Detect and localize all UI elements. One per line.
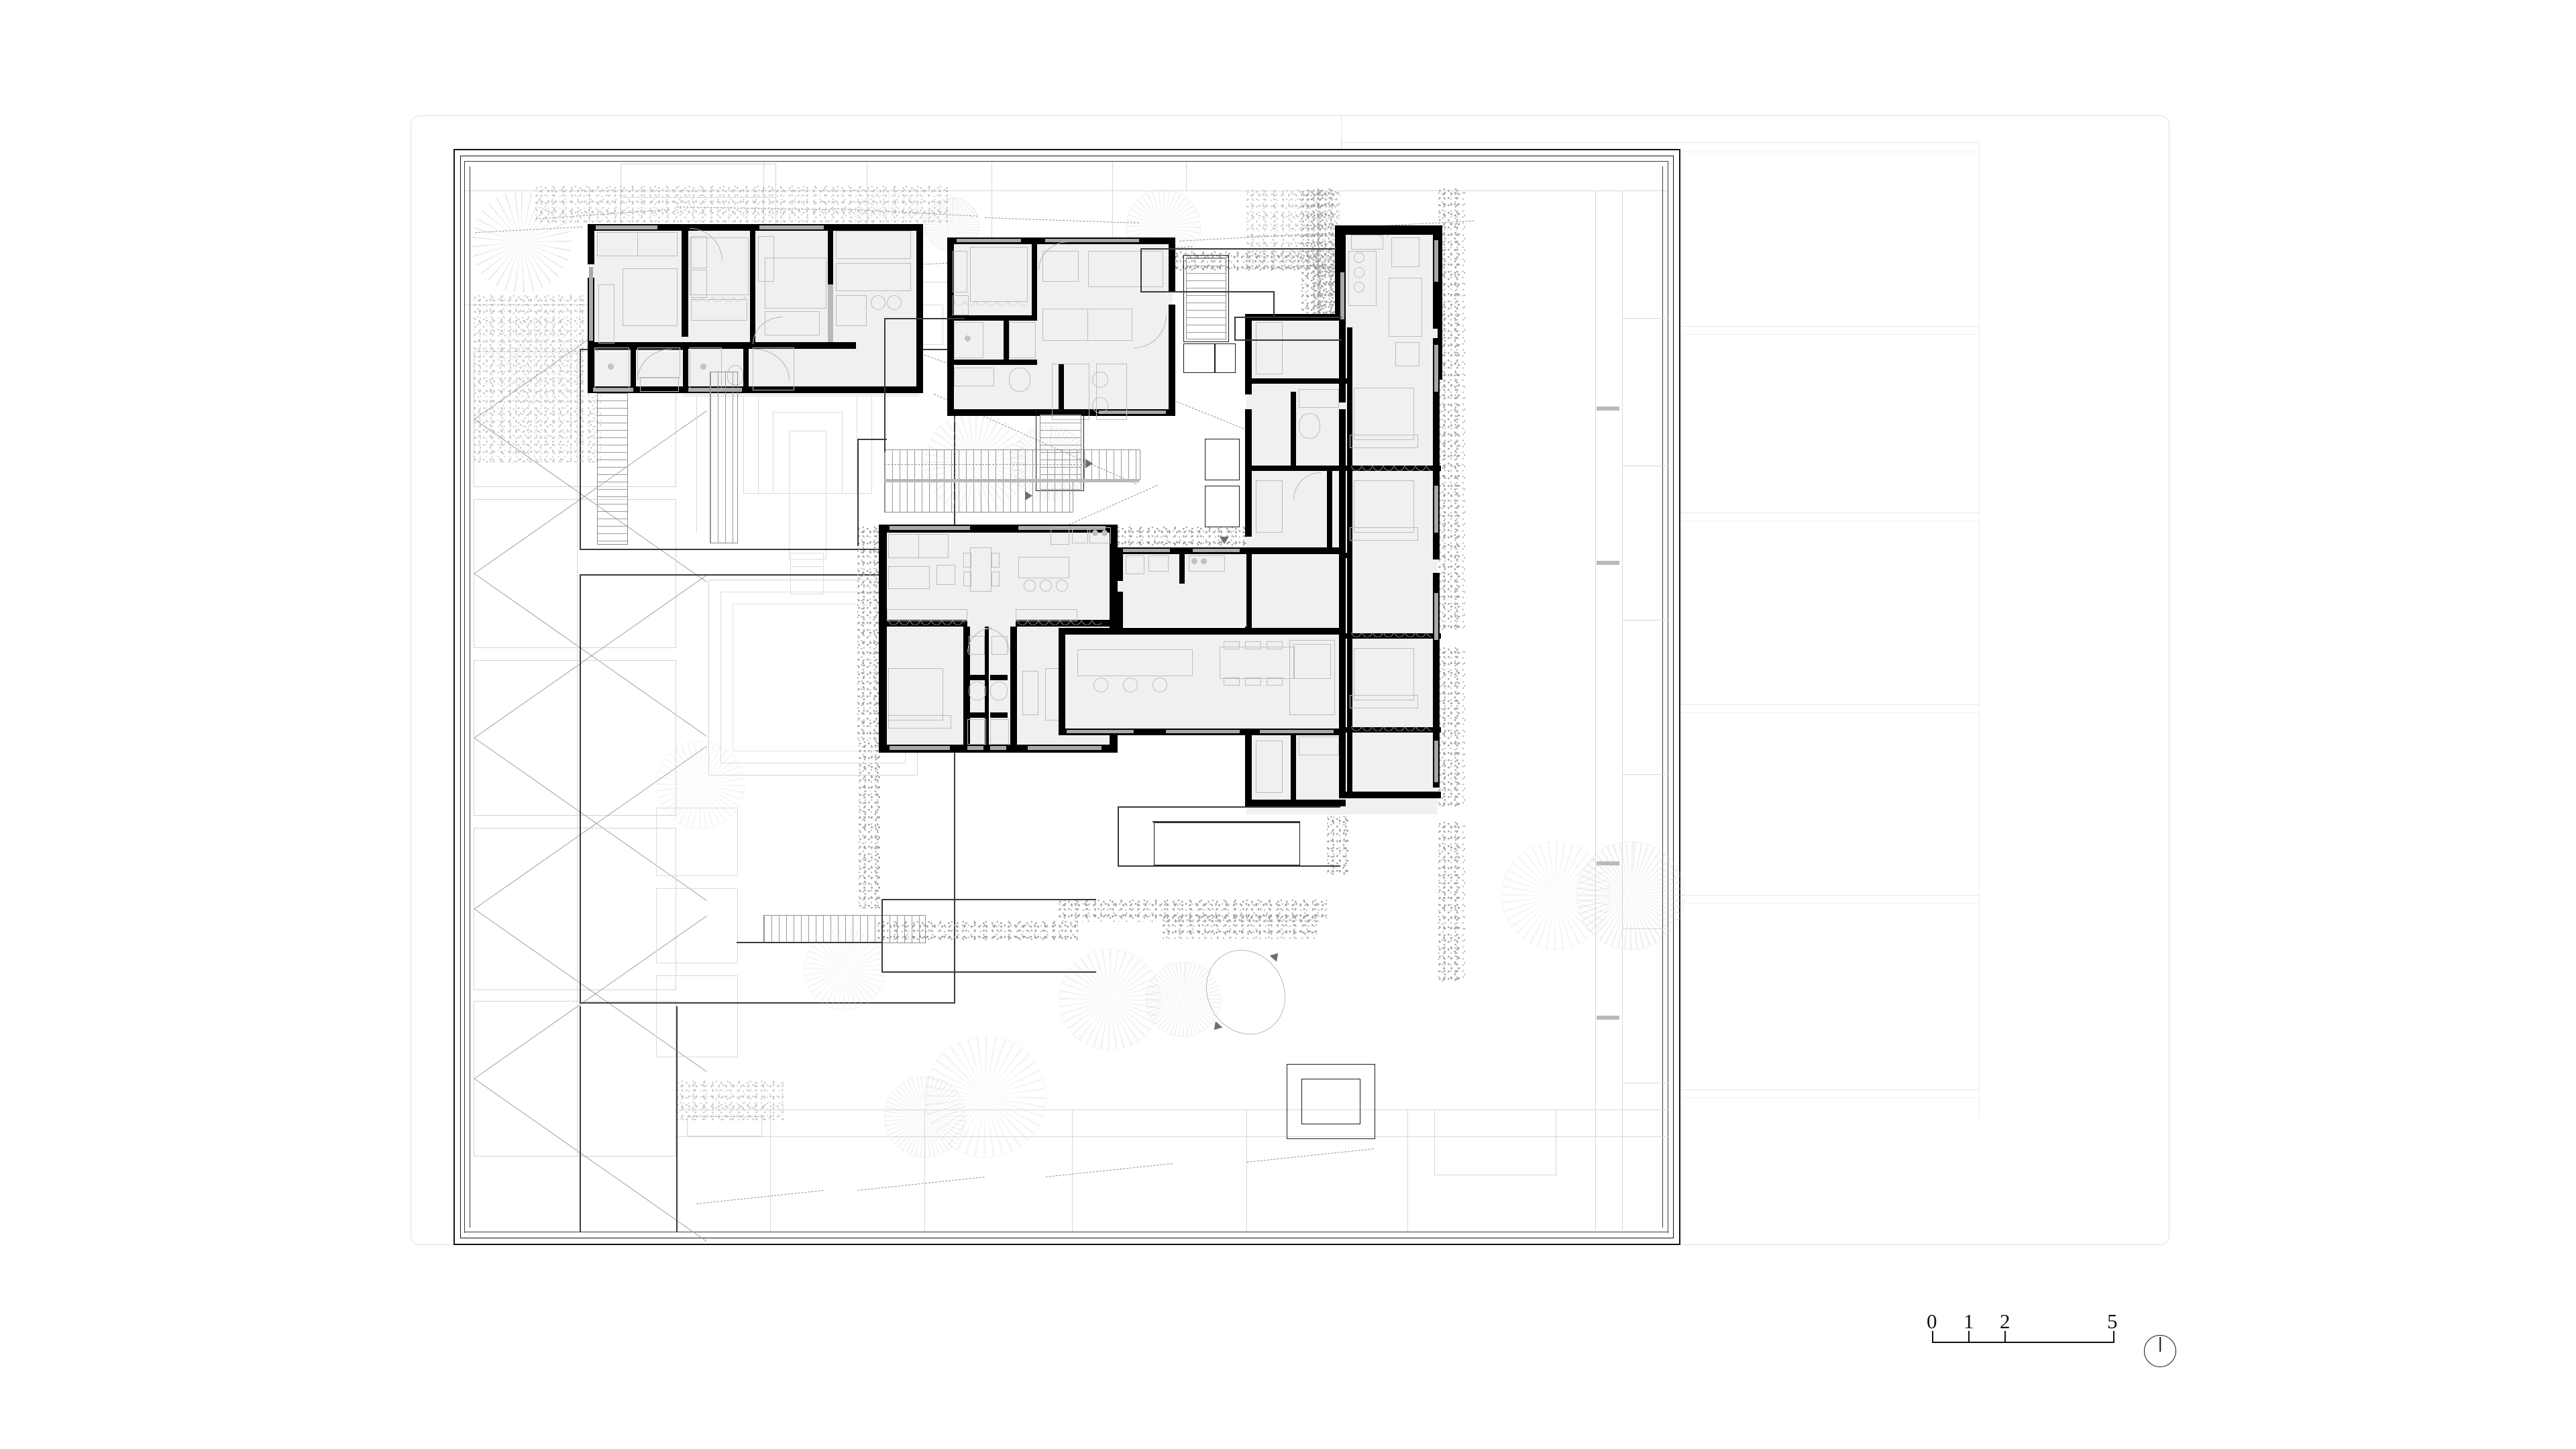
scale-tick-5 [2113, 1331, 2114, 1343]
scale-bar-line [1932, 1342, 2113, 1343]
scale-tick-0 [1932, 1331, 1933, 1343]
scale-tick-2 [2004, 1331, 2006, 1343]
scale-label-2: 2 [2000, 1309, 2010, 1333]
scale-tick-1 [1968, 1331, 1970, 1343]
north-needle [2159, 1337, 2161, 1352]
north-arrow-icon [2144, 1335, 2176, 1367]
scale-label-1: 1 [1964, 1309, 1974, 1333]
scale-label-0: 0 [1927, 1309, 1937, 1333]
scale-label-5: 5 [2107, 1309, 2118, 1333]
drawing-frame-inner [460, 156, 1674, 1238]
drawing-frame [453, 149, 1685, 1245]
